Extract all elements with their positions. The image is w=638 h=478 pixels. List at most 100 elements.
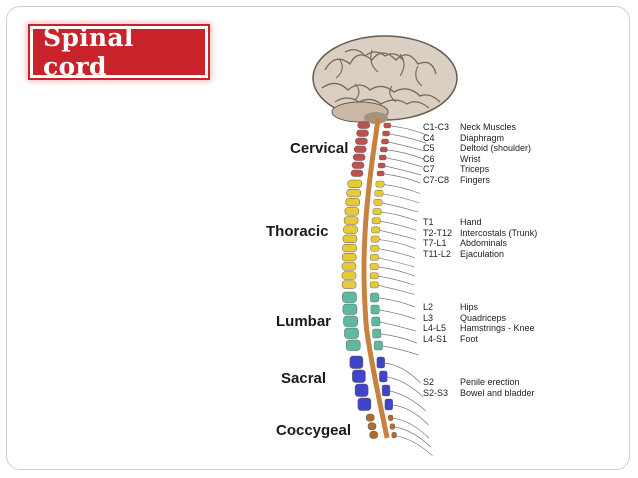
spine-column — [341, 117, 433, 456]
vertebra — [351, 161, 365, 169]
level-code: S2-S3 — [423, 387, 449, 398]
vertebra-process — [370, 292, 379, 303]
nerve-line — [378, 285, 415, 295]
vertebra — [365, 413, 375, 422]
level-code: C1-C3 — [423, 122, 450, 132]
vertebra-process — [383, 122, 392, 129]
vertebra-process — [370, 304, 380, 315]
nerve-line — [387, 376, 424, 398]
region-label-cervical: Cervical — [290, 140, 349, 157]
vertebra-process — [370, 254, 379, 261]
level-code: T7-L1 — [423, 238, 447, 249]
nerve-line — [394, 426, 432, 448]
vertebra-process — [371, 226, 381, 234]
level-code: C7-C8 — [423, 174, 450, 185]
nerve-line — [384, 362, 421, 384]
level-code: L4-L5 — [423, 323, 447, 334]
nerve-line — [392, 417, 430, 439]
level-function: Diaphragm — [460, 132, 505, 143]
nerve-line — [380, 333, 418, 344]
vertebra-process — [381, 384, 391, 397]
level-function: Hips — [460, 302, 479, 312]
level-code: L2 — [423, 302, 434, 312]
region-label-lumbar: Lumbar — [276, 313, 332, 330]
vertebra-process — [369, 263, 379, 270]
level-function: Neck Muscles — [460, 122, 517, 132]
slide-title: Spinal cord — [43, 23, 134, 81]
nerve-line — [378, 297, 415, 308]
level-code: L3 — [423, 312, 434, 323]
vertebra-process — [373, 199, 383, 206]
vertebra-process — [377, 162, 386, 169]
vertebra — [355, 137, 368, 145]
vertebra-process — [379, 370, 388, 383]
vertebra-process — [388, 414, 394, 421]
nerve-line — [389, 390, 427, 412]
nerve-line — [380, 220, 417, 231]
level-code: C4 — [423, 132, 435, 143]
level-code: C6 — [423, 153, 435, 164]
nerve-line — [382, 345, 419, 356]
vertebra — [357, 397, 372, 411]
vertebra — [345, 339, 361, 351]
vertebra — [367, 422, 377, 431]
vertebra — [356, 129, 369, 137]
level-code: C5 — [423, 143, 435, 154]
level-function: Quadriceps — [460, 312, 507, 323]
vertebra-process — [384, 398, 393, 411]
vertebra-process — [376, 170, 385, 177]
level-function: Hand — [460, 217, 482, 227]
level-code: T2-T12 — [423, 227, 453, 238]
vertebra — [354, 383, 369, 397]
vertebra-process — [370, 244, 380, 252]
level-function: Fingers — [460, 174, 491, 185]
nerve-line — [378, 266, 415, 277]
vertebra — [341, 253, 357, 262]
vertebra-process — [371, 316, 381, 327]
vertebra — [346, 188, 361, 198]
vertebra-process — [382, 130, 390, 137]
vertebra — [341, 262, 357, 271]
vertebra-process — [375, 180, 385, 188]
vertebra — [344, 207, 360, 216]
vertebra — [343, 225, 358, 234]
nerve-line — [379, 239, 416, 249]
region-label-sacral: Sacral — [281, 370, 327, 387]
spinal-cord-line — [361, 117, 390, 439]
vertebra-process — [389, 423, 396, 430]
nerve-line — [396, 435, 433, 456]
nerve-line — [385, 165, 422, 176]
vertebra — [349, 355, 364, 369]
vertebra — [342, 291, 357, 303]
region-label-thoracic: Thoracic — [266, 223, 329, 240]
vertebra — [352, 369, 366, 383]
vertebra-process — [371, 217, 381, 225]
vertebra — [369, 431, 378, 439]
vertebra — [344, 327, 359, 339]
vertebra — [352, 153, 366, 161]
vertebra — [350, 169, 364, 177]
region-label-coccygeal: Coccygeal — [276, 422, 352, 439]
vertebra-process — [369, 272, 379, 280]
nerve-line — [378, 248, 416, 259]
vertebra — [345, 198, 361, 207]
vertebra — [341, 271, 357, 280]
vertebra — [343, 216, 359, 225]
level-function: Foot — [460, 333, 479, 344]
vertebra-process — [380, 146, 388, 153]
level-function: Intercostals (Trunk) — [460, 227, 538, 238]
nerve-line — [384, 173, 421, 184]
vertebra — [342, 303, 358, 315]
vertebra-process — [372, 208, 382, 215]
nerve-line — [379, 321, 417, 332]
vertebra-process — [391, 432, 397, 439]
nerve-line — [387, 149, 424, 160]
level-row: C1-C3 Neck Muscles — [423, 122, 531, 133]
level-row: C7-C8 Fingers — [423, 175, 531, 186]
